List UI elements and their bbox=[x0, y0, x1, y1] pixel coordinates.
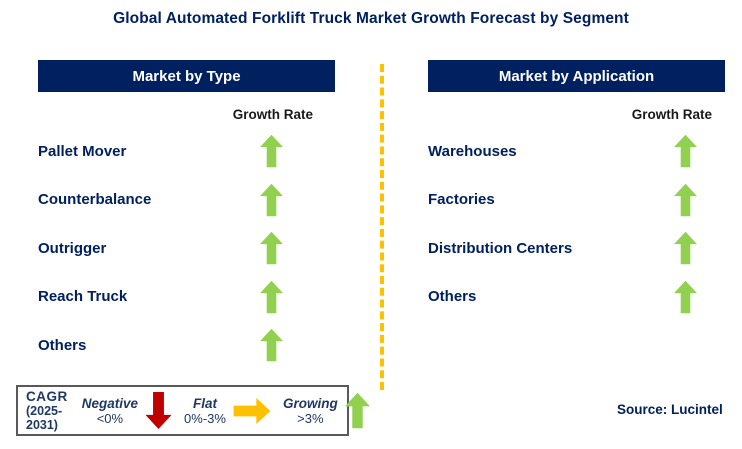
growth-up-arrow-icon bbox=[260, 134, 283, 168]
legend-negative-label: Negative bbox=[81, 395, 139, 411]
source-attribution: Source: Lucintel bbox=[617, 402, 723, 417]
application-rows: Warehouses Factories Distribution Center… bbox=[428, 127, 725, 321]
table-row: Others bbox=[38, 321, 335, 370]
legend-growing-label: Growing bbox=[282, 395, 338, 411]
growth-rate-column-header: Growth Rate bbox=[232, 107, 313, 122]
cagr-period: (2025-2031) bbox=[26, 404, 63, 432]
legend-entry-negative: Negative <0% bbox=[82, 392, 172, 429]
legend-negative-range: <0% bbox=[96, 410, 124, 426]
segment-label: Distribution Centers bbox=[428, 239, 573, 257]
table-row: Pallet Mover bbox=[38, 127, 335, 176]
cagr-label-block: CAGR (2025-2031) bbox=[26, 389, 68, 432]
legend-entry-texts: Flat 0%-3% bbox=[184, 396, 226, 426]
type-rows: Pallet Mover Counterbalance Outrigger Re… bbox=[38, 127, 335, 370]
segment-label: Others bbox=[38, 336, 87, 354]
growth-up-arrow-icon bbox=[260, 183, 283, 217]
vertical-dashed-divider bbox=[380, 64, 384, 390]
legend-entry-texts: Negative <0% bbox=[82, 396, 138, 426]
growing-up-arrow-icon bbox=[344, 390, 370, 431]
growth-up-arrow-icon bbox=[674, 280, 697, 314]
segment-label: Factories bbox=[428, 191, 495, 209]
cagr-label: CAGR bbox=[26, 389, 68, 404]
segment-label: Pallet Mover bbox=[38, 142, 127, 160]
table-row: Counterbalance bbox=[38, 176, 335, 225]
table-row: Reach Truck bbox=[38, 273, 335, 322]
table-row: Outrigger bbox=[38, 224, 335, 273]
panel-header-application: Market by Application bbox=[428, 60, 725, 92]
segment-label: Warehouses bbox=[428, 142, 517, 160]
table-row: Factories bbox=[428, 176, 725, 225]
flat-right-arrow-icon bbox=[233, 397, 271, 424]
growth-up-arrow-icon bbox=[260, 328, 283, 362]
page-title: Global Automated Forklift Truck Market G… bbox=[113, 10, 629, 27]
legend-entry-growing: Growing >3% bbox=[283, 390, 370, 431]
growth-up-arrow-icon bbox=[674, 231, 697, 265]
legend-flat-label: Flat bbox=[192, 395, 217, 411]
growth-up-arrow-icon bbox=[674, 134, 697, 168]
panel-market-by-application: Market by Application Growth Rate Wareho… bbox=[428, 60, 725, 321]
panel-market-by-type: Market by Type Growth Rate Pallet Mover … bbox=[38, 60, 335, 370]
growth-up-arrow-icon bbox=[674, 183, 697, 217]
segment-label: Counterbalance bbox=[38, 191, 152, 209]
table-row: Others bbox=[428, 273, 725, 322]
legend-growing-range: >3% bbox=[297, 410, 324, 426]
segment-label: Outrigger bbox=[38, 239, 107, 257]
panel-header-type: Market by Type bbox=[38, 60, 335, 92]
segment-label: Reach Truck bbox=[38, 288, 128, 306]
cagr-legend: CAGR (2025-2031) Negative <0% Flat 0%-3%… bbox=[16, 385, 370, 436]
growth-rate-column-header: Growth Rate bbox=[631, 107, 712, 122]
table-row: Warehouses bbox=[428, 127, 725, 176]
legend-flat-range: 0%-3% bbox=[184, 410, 226, 426]
legend-entry-texts: Growing >3% bbox=[283, 396, 338, 426]
table-row: Distribution Centers bbox=[428, 224, 725, 273]
legend-entry-flat: Flat 0%-3% bbox=[184, 396, 271, 426]
growth-up-arrow-icon bbox=[260, 280, 283, 314]
negative-down-arrow-icon bbox=[145, 392, 172, 429]
growth-up-arrow-icon bbox=[260, 231, 283, 265]
segment-label: Others bbox=[428, 288, 477, 306]
